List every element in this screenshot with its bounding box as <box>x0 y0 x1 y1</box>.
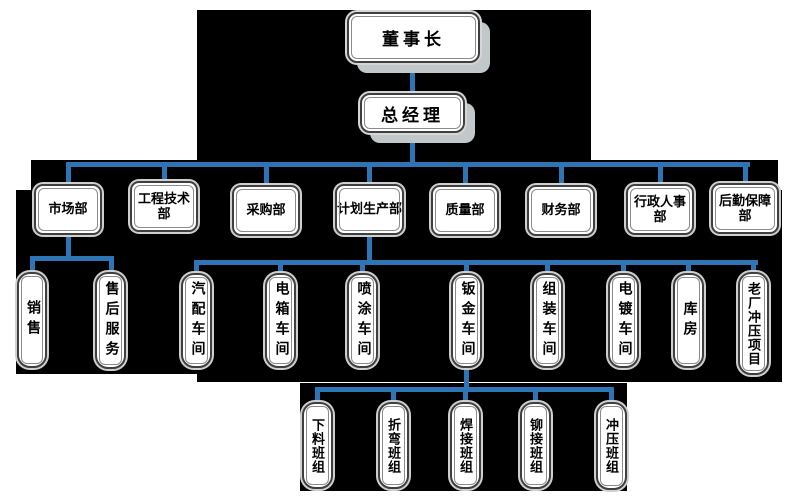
node-warehouse: 库房 <box>673 273 704 368</box>
node-warehouse-label: 库房 <box>681 300 697 341</box>
connector-drop-finance <box>559 162 564 184</box>
node-dept-purchasing: 采购部 <box>232 185 300 236</box>
connector-drop-electroplating <box>621 260 626 274</box>
node-dept-purchasing-label: 采购部 <box>246 202 286 218</box>
connector-production-down <box>367 234 372 262</box>
node-team-cutting: 下料班组 <box>302 402 333 489</box>
node-sales-label: 销售 <box>25 300 40 340</box>
node-team-stamping: 冲压班组 <box>596 402 627 490</box>
node-workshop-electric-box: 电箱车间 <box>265 273 296 368</box>
connector-drop-stamping-team <box>609 387 614 402</box>
node-dept-engineering-label: 工程技术部 <box>137 191 190 221</box>
node-general-manager: 总经理 <box>360 93 465 133</box>
connector-drop-electric-box <box>278 260 283 274</box>
connector-drop-riveting-team <box>533 387 538 402</box>
node-dept-finance: 财务部 <box>527 185 595 236</box>
node-old-plant-stamping-project-label: 老厂冲压项目 <box>746 281 761 366</box>
connector-drop-old-plant <box>751 260 756 273</box>
node-old-plant-stamping-project: 老厂冲压项目 <box>738 272 769 375</box>
node-workshop-spray-coating: 喷涂车间 <box>347 273 378 368</box>
connector-sheet-metal-down <box>464 368 469 390</box>
node-workshop-sheet-metal-label: 钣金车间 <box>459 280 475 361</box>
node-dept-logistics: 后勤保障部 <box>711 183 779 234</box>
connector-drop-sales <box>30 256 35 273</box>
node-team-riveting: 铆接班组 <box>520 402 551 489</box>
connector-drop-quality <box>463 162 468 184</box>
connector-drop-bending-team <box>391 387 396 402</box>
node-workshop-assembly: 组装车间 <box>532 273 563 368</box>
node-team-bending-label: 折弯班组 <box>386 417 401 474</box>
node-workshop-electroplating: 电镀车间 <box>608 273 639 368</box>
node-dept-production-planning: 计划生产部 <box>335 184 404 235</box>
node-after-sales: 售后服务 <box>95 272 126 369</box>
node-general-manager-label: 总经理 <box>381 105 444 125</box>
connector-drop-assembly <box>545 260 550 274</box>
node-dept-engineering: 工程技术部 <box>130 181 198 232</box>
node-dept-marketing-label: 市场部 <box>48 201 88 217</box>
node-after-sales-label: 售后服务 <box>103 280 119 361</box>
node-dept-admin-hr-label: 行政人事部 <box>633 194 686 224</box>
node-dept-admin-hr: 行政人事部 <box>626 184 694 235</box>
node-chairman-label: 董事长 <box>382 30 445 49</box>
node-chairman: 董事长 <box>347 12 480 63</box>
connector-drop-after-sales <box>109 256 114 273</box>
node-dept-quality-label: 质量部 <box>445 202 485 218</box>
connector-drop-logistics <box>743 162 748 184</box>
node-sales: 销售 <box>17 272 47 368</box>
node-dept-quality: 质量部 <box>431 185 499 236</box>
node-dept-logistics-label: 后勤保障部 <box>718 193 771 223</box>
connector-gm-bus <box>410 131 415 167</box>
connector-drop-auto-parts <box>194 260 199 274</box>
node-dept-marketing: 市场部 <box>34 184 102 235</box>
node-workshop-electroplating-label: 电镀车间 <box>616 280 632 361</box>
connector-department-bus <box>66 162 750 167</box>
connector-drop-cutting-team <box>315 387 320 402</box>
node-team-cutting-label: 下料班组 <box>310 417 325 474</box>
connector-workshop-bus <box>194 260 758 265</box>
connector-drop-warehouse <box>686 260 691 274</box>
connector-chairman-gm <box>410 61 415 95</box>
node-team-bending: 折弯班组 <box>378 402 409 489</box>
connector-drop-purchasing <box>264 162 269 184</box>
connector-drop-sheet-metal <box>464 260 469 274</box>
node-dept-finance-label: 财务部 <box>541 202 581 218</box>
connector-drop-admin-hr <box>658 162 663 184</box>
node-team-stamping-label: 冲压班组 <box>604 418 619 474</box>
node-workshop-assembly-label: 组装车间 <box>540 280 556 361</box>
node-workshop-auto-parts: 汽配车间 <box>181 273 212 368</box>
connector-marketing-down <box>66 234 71 261</box>
node-workshop-electric-box-label: 电箱车间 <box>273 280 289 361</box>
node-dept-production-planning-label: 计划生产部 <box>337 201 403 217</box>
node-workshop-sheet-metal: 钣金车间 <box>451 273 482 368</box>
node-team-riveting-label: 铆接班组 <box>528 417 543 474</box>
connector-drop-engineering <box>162 162 167 184</box>
connector-drop-production <box>367 162 372 184</box>
connector-drop-welding-team <box>463 387 468 402</box>
node-workshop-spray-coating-label: 喷涂车间 <box>355 280 371 361</box>
connector-drop-spray-coating <box>360 260 365 274</box>
connector-drop-marketing <box>66 162 71 184</box>
node-team-welding-label: 焊接班组 <box>458 417 473 474</box>
node-workshop-auto-parts-label: 汽配车间 <box>189 280 205 361</box>
connector-marketing-bus <box>30 256 114 261</box>
node-team-welding: 焊接班组 <box>450 402 481 489</box>
